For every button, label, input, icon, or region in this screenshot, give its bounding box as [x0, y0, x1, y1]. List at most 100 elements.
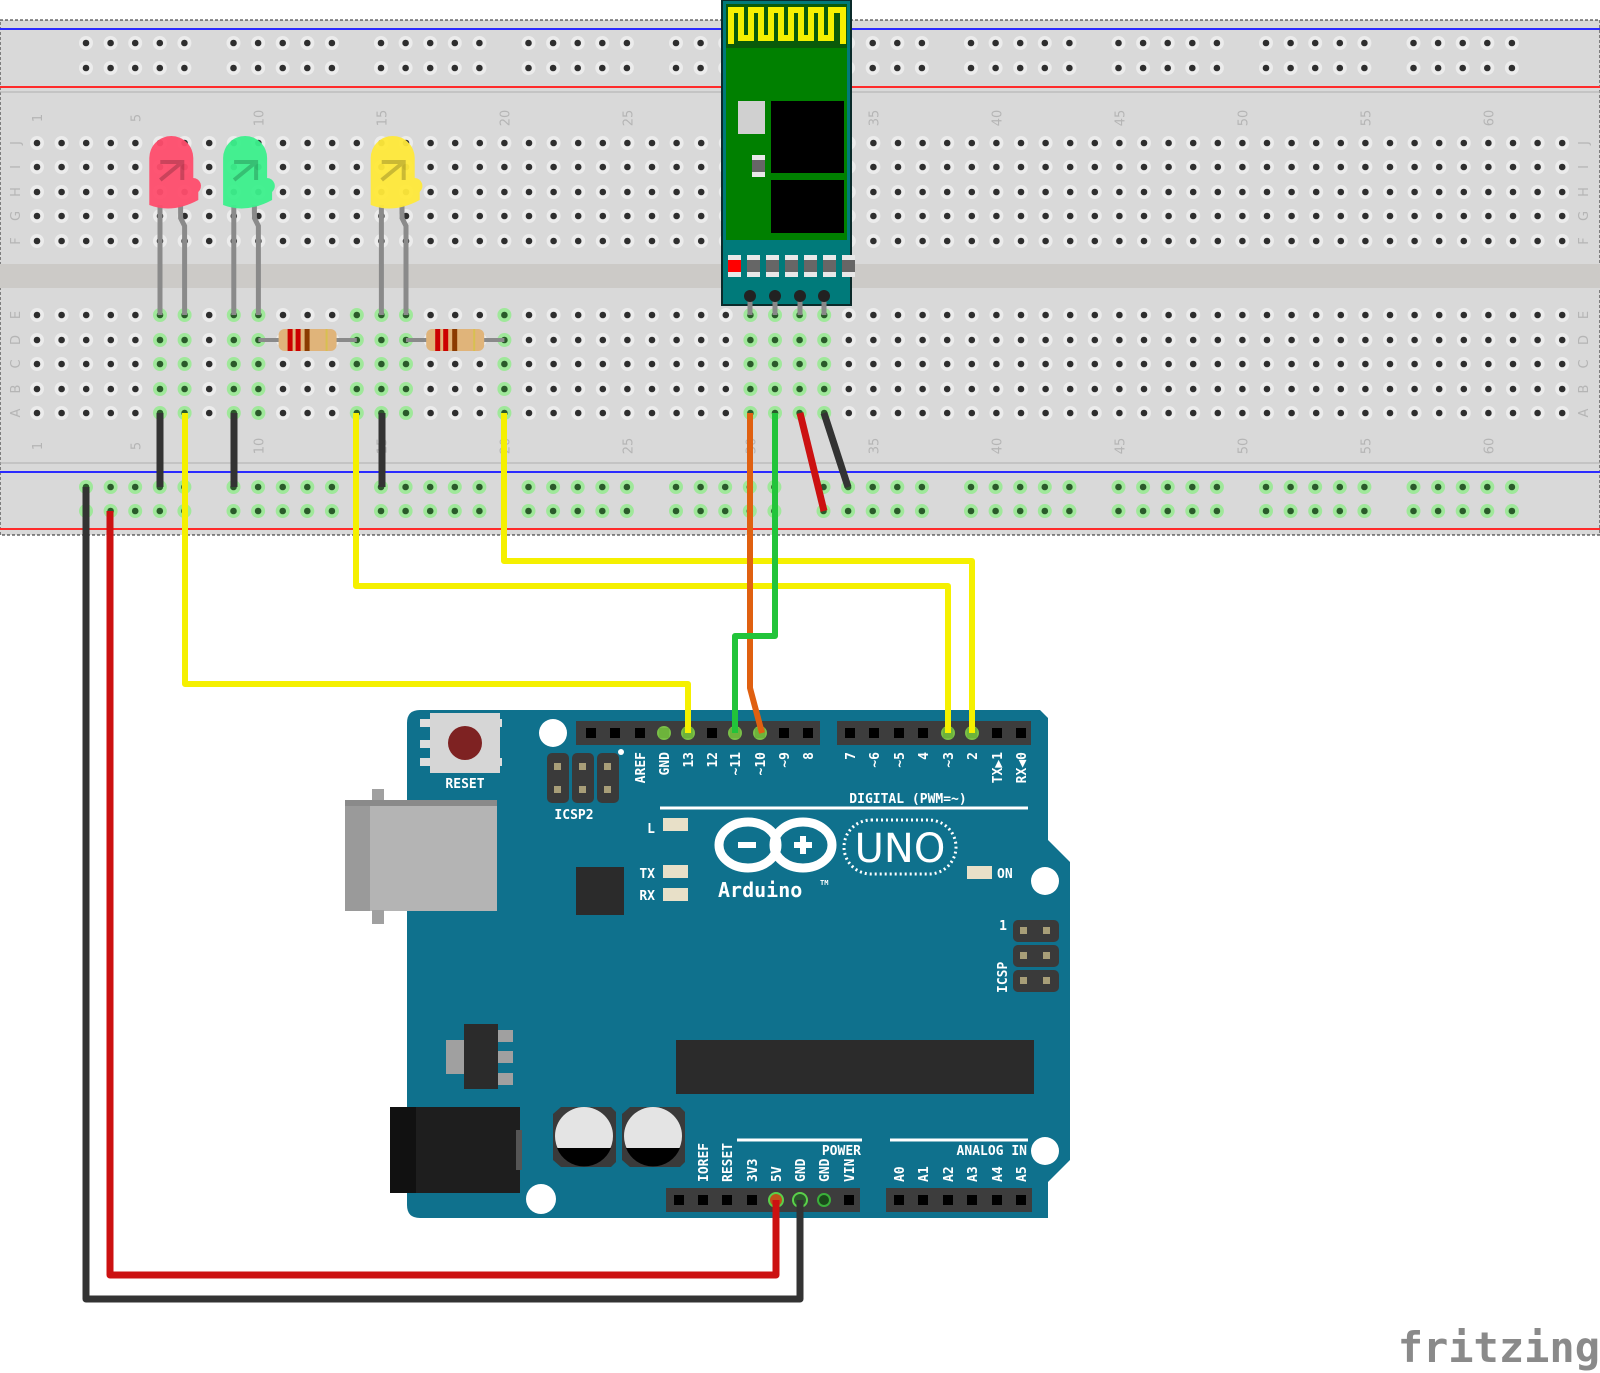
arduino-brand: Arduino	[718, 878, 802, 902]
header-pin[interactable]	[894, 728, 904, 738]
header-pin[interactable]	[1016, 1195, 1026, 1205]
wire-black-bt-gnd[interactable]	[820, 411, 852, 489]
icsp2-label: ICSP2	[554, 808, 593, 823]
row-letter: D	[9, 335, 24, 345]
breadboard-labels: 1155101015152020252530303535404045455050…	[9, 110, 1592, 455]
header-pin[interactable]	[918, 728, 928, 738]
resistors	[258, 329, 505, 351]
header-pin[interactable]	[779, 728, 789, 738]
led-l	[663, 818, 688, 831]
led-tx	[663, 865, 688, 878]
column-number: 15	[375, 110, 390, 127]
uno-badge	[842, 818, 958, 876]
bluetooth-pin[interactable]	[769, 290, 781, 302]
column-number: 40	[990, 110, 1005, 127]
column-number: 10	[252, 110, 267, 127]
svg-text:1: 1	[999, 919, 1007, 934]
power-label: POWER	[822, 1144, 861, 1159]
row-letter: I	[1577, 165, 1592, 169]
bluetooth-pin[interactable]	[818, 290, 830, 302]
row-letter: B	[9, 385, 24, 394]
column-number: 35	[867, 110, 882, 127]
header-pin[interactable]	[747, 1195, 757, 1205]
header-pin[interactable]	[992, 728, 1002, 738]
power-pin-label: 5V	[770, 1166, 785, 1182]
bluetooth-pin[interactable]	[794, 290, 806, 302]
digital-pin-label: 2	[966, 752, 981, 760]
digital-pin-label: 4	[917, 752, 932, 760]
column-number: 40	[990, 438, 1005, 455]
column-number: 50	[1236, 438, 1251, 455]
row-letter: H	[1577, 187, 1592, 197]
analog-pin-label: A3	[966, 1166, 981, 1182]
wire-red-bt-vcc[interactable]	[796, 412, 828, 512]
resistor	[258, 329, 357, 351]
header-pin[interactable]	[894, 1195, 904, 1205]
digital-pin-label: 8	[802, 752, 817, 760]
header-pin[interactable]	[992, 1195, 1002, 1205]
header-pin[interactable]	[635, 728, 645, 738]
voltage-regulator	[464, 1024, 498, 1089]
digital-pin-label: ~6	[868, 752, 883, 768]
icsp-label: ICSP	[996, 962, 1011, 993]
icsp-header	[1013, 920, 1059, 992]
column-number: 1	[31, 114, 46, 122]
led-rx	[663, 888, 688, 901]
row-letter: G	[9, 211, 24, 221]
header-pin[interactable]	[722, 1195, 732, 1205]
wire-black-gnd[interactable]	[82, 487, 804, 1303]
mounting-hole	[526, 1184, 556, 1214]
digital-pin-label: GND	[658, 752, 673, 776]
power-pin-label: RESET	[721, 1143, 736, 1182]
usb-connector	[345, 800, 497, 911]
header-pin[interactable]	[844, 1195, 854, 1205]
led-on	[967, 866, 992, 879]
row-letter: E	[1577, 311, 1592, 319]
header-pin[interactable]	[1016, 728, 1026, 738]
resistor	[406, 329, 505, 351]
bluetooth-pin[interactable]	[744, 290, 756, 302]
mounting-hole	[539, 719, 567, 747]
header-pin[interactable]	[967, 1195, 977, 1205]
column-number: 50	[1236, 110, 1251, 127]
column-number: 1	[31, 442, 46, 450]
row-letter: G	[1577, 211, 1592, 221]
reset-button-cap[interactable]	[448, 726, 482, 760]
power-pin-label: IOREF	[697, 1143, 712, 1182]
header-pin[interactable]	[918, 1195, 928, 1205]
header-pin[interactable]	[803, 728, 813, 738]
arduino-logo	[714, 817, 837, 873]
column-number: 55	[1359, 110, 1374, 127]
digital-pin-label: 13	[682, 752, 697, 768]
wires	[82, 411, 975, 1303]
mounting-hole	[1031, 867, 1059, 895]
header-pin[interactable]	[869, 728, 879, 738]
led-yellow-led	[370, 136, 423, 315]
wire-yellow-pin3[interactable]	[353, 413, 951, 733]
header-pin[interactable]	[943, 1195, 953, 1205]
header-pin[interactable]	[674, 1195, 684, 1205]
row-letter: C	[9, 359, 24, 368]
header-pin[interactable]	[610, 728, 620, 738]
wire-yellow-pin2[interactable]	[501, 413, 975, 733]
column-number: 10	[252, 438, 267, 455]
header-pin[interactable]	[707, 728, 717, 738]
digital-pin-label: RX◀0	[1015, 752, 1030, 783]
column-number: 5	[129, 442, 144, 450]
header-pin[interactable]	[698, 1195, 708, 1205]
row-letter: E	[9, 311, 24, 319]
wire-green-pin11[interactable]	[732, 413, 778, 733]
header-pin[interactable]	[845, 728, 855, 738]
wire-yellow-pin13[interactable]	[182, 413, 691, 733]
microcontroller-chip	[676, 1040, 1034, 1094]
reset-label: RESET	[445, 777, 484, 792]
column-number: 35	[867, 438, 882, 455]
led-rx-label: RX	[639, 889, 655, 904]
led-on-label: ON	[997, 867, 1013, 882]
row-letter: D	[1577, 335, 1592, 345]
header-pin[interactable]	[586, 728, 596, 738]
wire-red-5v[interactable]	[106, 511, 780, 1279]
wire-orange-pin10[interactable]	[747, 413, 765, 734]
column-number: 60	[1482, 110, 1497, 127]
analog-pin-label: A1	[917, 1166, 932, 1182]
